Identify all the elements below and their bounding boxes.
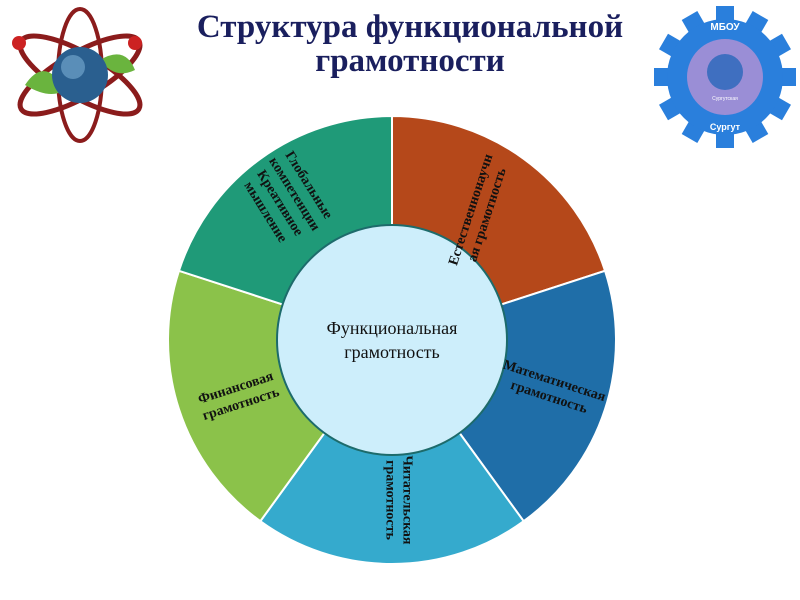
title-line-2: грамотности <box>315 43 505 79</box>
center-circle <box>276 224 508 456</box>
segment-label-line: Читательская <box>400 455 415 544</box>
atom-globe-logo <box>12 7 143 143</box>
svg-text:Сургутская: Сургутская <box>712 96 738 102</box>
school-gear-logo: МБОУ Сургут Сургутская <box>654 6 796 148</box>
svg-text:МБОУ: МБОУ <box>710 22 740 33</box>
svg-text:Сургут: Сургут <box>710 122 741 132</box>
segment-label-line: грамотность <box>383 460 398 540</box>
slide-title: Структура функциональной грамотности <box>170 10 650 78</box>
center-label: Функциональная <box>327 318 458 338</box>
segment-reading-label: Читательскаяграмотность <box>383 455 415 544</box>
title-line-1: Структура функциональной <box>196 9 624 45</box>
center-label-2: грамотность <box>344 342 440 362</box>
